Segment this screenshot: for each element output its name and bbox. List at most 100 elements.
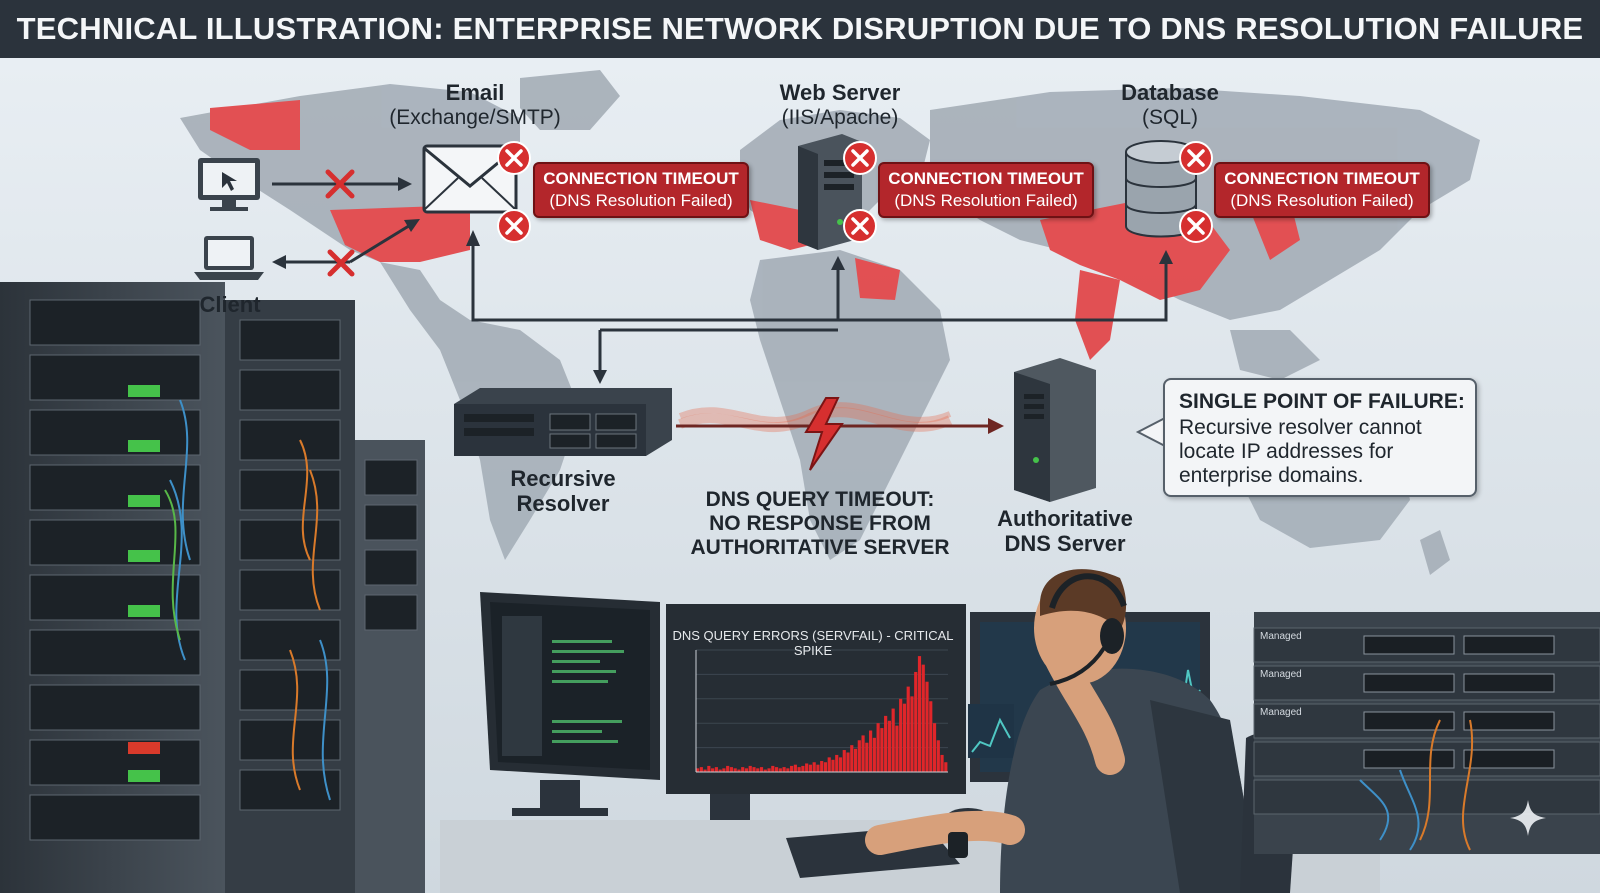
resolver-connectors (471, 244, 1168, 372)
chart-bar (940, 754, 944, 772)
chart-bar (887, 720, 891, 772)
chart-bar (936, 740, 940, 772)
chart-bar (816, 764, 820, 772)
timeout-line1: DNS QUERY TIMEOUT: (705, 488, 935, 511)
error-x-icon (497, 141, 531, 243)
chart-bar (899, 698, 903, 772)
single-point-of-failure-callout: SINGLE POINT OF FAILURE: Recursive resol… (1163, 378, 1477, 497)
chart-bar (729, 767, 734, 772)
callout-line1: Recursive resolver cannot (1179, 416, 1422, 439)
connector-arrowheads (466, 230, 1173, 384)
database-subtitle: (SQL) (1141, 106, 1198, 129)
chart-bar (726, 765, 730, 772)
chart-bar (699, 767, 703, 772)
chart-bar (744, 768, 749, 772)
chart-bar (857, 740, 861, 772)
error-detail: (DNS Resolution Failed) (549, 191, 733, 210)
email-title: Email (445, 80, 505, 105)
laptop-icon (194, 236, 264, 280)
chart-bar (906, 686, 910, 772)
chart-bar (823, 762, 828, 772)
chart-bar (714, 767, 718, 772)
database-label: Database (SQL) (1060, 80, 1280, 130)
rack-server-icon (454, 388, 672, 456)
chart-bar (820, 761, 824, 772)
callout-line2: locate IP addresses for (1179, 440, 1394, 463)
resolver-line2: Resolver (516, 491, 610, 516)
error-detail: (DNS Resolution Failed) (1230, 191, 1414, 210)
error-x-icon (1179, 141, 1213, 243)
technician (865, 569, 1260, 893)
chart-bar (703, 769, 707, 772)
chart-canvas (668, 612, 958, 790)
chart-bar (722, 768, 726, 772)
chart-bar (812, 762, 816, 772)
database-icon (1125, 140, 1197, 238)
chart-bar (869, 730, 873, 772)
chart-bar (853, 748, 858, 772)
error-title: CONNECTION TIMEOUT (543, 169, 739, 188)
authoritative-label: Authoritative DNS Server (980, 506, 1150, 556)
chart-bar (831, 759, 835, 772)
chart-bar (827, 757, 831, 772)
client-arrows (272, 177, 420, 269)
chart-bar (929, 701, 933, 772)
web-server-error-box: CONNECTION TIMEOUT (DNS Resolution Faile… (878, 162, 1094, 218)
email-label: Email (Exchange/SMTP) (360, 80, 590, 130)
chart-bar (752, 767, 756, 772)
chart-bar (884, 715, 888, 772)
chart-bar (838, 757, 843, 772)
chart-bar (910, 696, 914, 772)
chart-bar (805, 763, 809, 772)
web-server-label: Web Server (IIS/Apache) (720, 80, 960, 130)
chart-bar (876, 723, 880, 772)
world-map (180, 70, 1480, 575)
chart-bar (771, 765, 775, 772)
switch-label: Managed (1260, 631, 1302, 642)
resolver-label: Recursive Resolver (478, 466, 648, 516)
chart-bar (872, 737, 876, 772)
switch-label: Managed (1260, 707, 1302, 718)
server-racks-left (0, 282, 425, 893)
chart-bar (914, 671, 918, 772)
chart-bar (865, 742, 869, 772)
chart-bar (696, 768, 700, 772)
chart-bar (790, 765, 794, 772)
service-error-badges (497, 141, 1213, 243)
chart-title: DNS QUERY ERRORS (SERVFAIL) - CRITICAL S… (672, 628, 954, 658)
chart-bar (846, 752, 850, 772)
query-timeout-label: DNS QUERY TIMEOUT: NO RESPONSE FROM AUTH… (660, 488, 980, 560)
chart-bar (835, 754, 839, 772)
chart-bar (786, 768, 790, 772)
desktop-icon (198, 158, 260, 211)
chart-bar (808, 764, 812, 772)
lightning-icon (804, 397, 844, 471)
chart-bar (759, 767, 764, 772)
dns-errors-chart: DNS QUERY ERRORS (SERVFAIL) - CRITICAL S… (668, 612, 958, 790)
chart-bar (733, 768, 737, 772)
web-server-subtitle: (IIS/Apache) (781, 106, 899, 129)
sparkle-icon (1510, 800, 1546, 836)
authoritative-line2: DNS Server (1004, 531, 1126, 556)
chart-bar (891, 708, 895, 772)
chart-bar (741, 767, 745, 772)
timeout-line2: NO RESPONSE FROM (709, 512, 931, 535)
chart-bar (756, 768, 760, 772)
chart-bar (932, 723, 937, 772)
callout-body: Recursive resolver cannot locate IP addr… (1179, 416, 1469, 488)
chart-bar (917, 656, 922, 772)
callout-line3: enterprise domains. (1179, 464, 1364, 487)
resolver-line1: Recursive (510, 466, 616, 491)
authoritative-line1: Authoritative (997, 506, 1133, 531)
client-label: Client (199, 292, 261, 317)
database-error-box: CONNECTION TIMEOUT (DNS Resolution Faile… (1214, 162, 1430, 218)
page-title: TECHNICAL ILLUSTRATION: ENTERPRISE NETWO… (16, 11, 1584, 46)
title-bar: TECHNICAL ILLUSTRATION: ENTERPRISE NETWO… (0, 0, 1600, 58)
chart-bar (797, 767, 801, 772)
chart-bar (767, 768, 771, 772)
chart-bar (707, 765, 711, 772)
chart-bar (748, 765, 752, 772)
error-title: CONNECTION TIMEOUT (888, 169, 1084, 188)
chart-bar (774, 767, 779, 772)
